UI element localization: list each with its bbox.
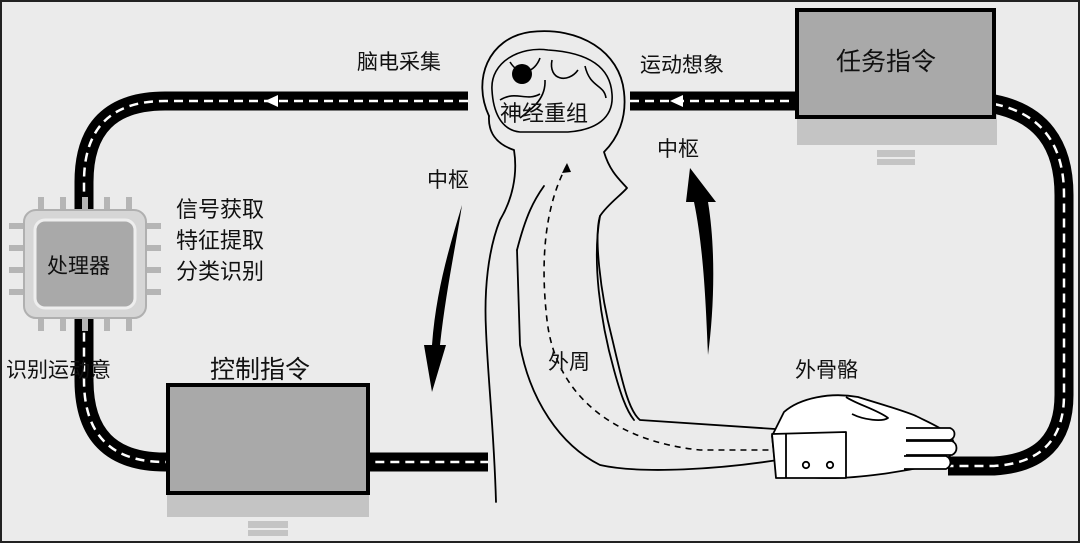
motor-imagery-label: 运动想象	[640, 53, 724, 77]
central-label-right: 中枢	[657, 137, 699, 161]
control-command-label: 控制指令	[210, 355, 311, 384]
signal-step-feature-extraction: 特征提取	[176, 229, 265, 254]
control-command-monitor-icon	[166, 383, 370, 536]
brain-icon	[491, 48, 613, 133]
processor-chip-icon	[9, 197, 161, 331]
eeg-acquisition-label: 脑电采集	[357, 50, 441, 74]
right-signal-path	[948, 94, 1074, 476]
nerve-arrow-icon	[562, 163, 571, 173]
central-down-arrow-icon	[424, 205, 462, 392]
central-up-arrow-icon	[686, 168, 716, 355]
neural-reorganization-label: 神经重组	[500, 102, 589, 127]
central-label-left: 中枢	[427, 168, 469, 192]
recognize-intent-label: 识别运动意	[6, 358, 111, 382]
peripheral-label: 外周	[548, 350, 590, 374]
signal-processing-steps: 信号获取 特征提取 分类识别	[176, 195, 264, 288]
exoskeleton-hand-icon	[771, 394, 958, 479]
signal-step-acquisition: 信号获取	[176, 198, 265, 223]
nerve-pathway	[543, 164, 790, 451]
path-arrow-icon	[670, 95, 683, 107]
task-command-monitor-icon	[795, 8, 997, 165]
task-command-label: 任务指令	[836, 47, 937, 76]
human-silhouette-icon	[481, 30, 797, 503]
lesion-icon	[512, 64, 532, 84]
signal-step-classification: 分类识别	[176, 260, 265, 285]
processor-label: 处理器	[47, 254, 110, 278]
path-arrow-icon	[265, 95, 278, 107]
exoskeleton-label: 外骨骼	[795, 358, 858, 382]
